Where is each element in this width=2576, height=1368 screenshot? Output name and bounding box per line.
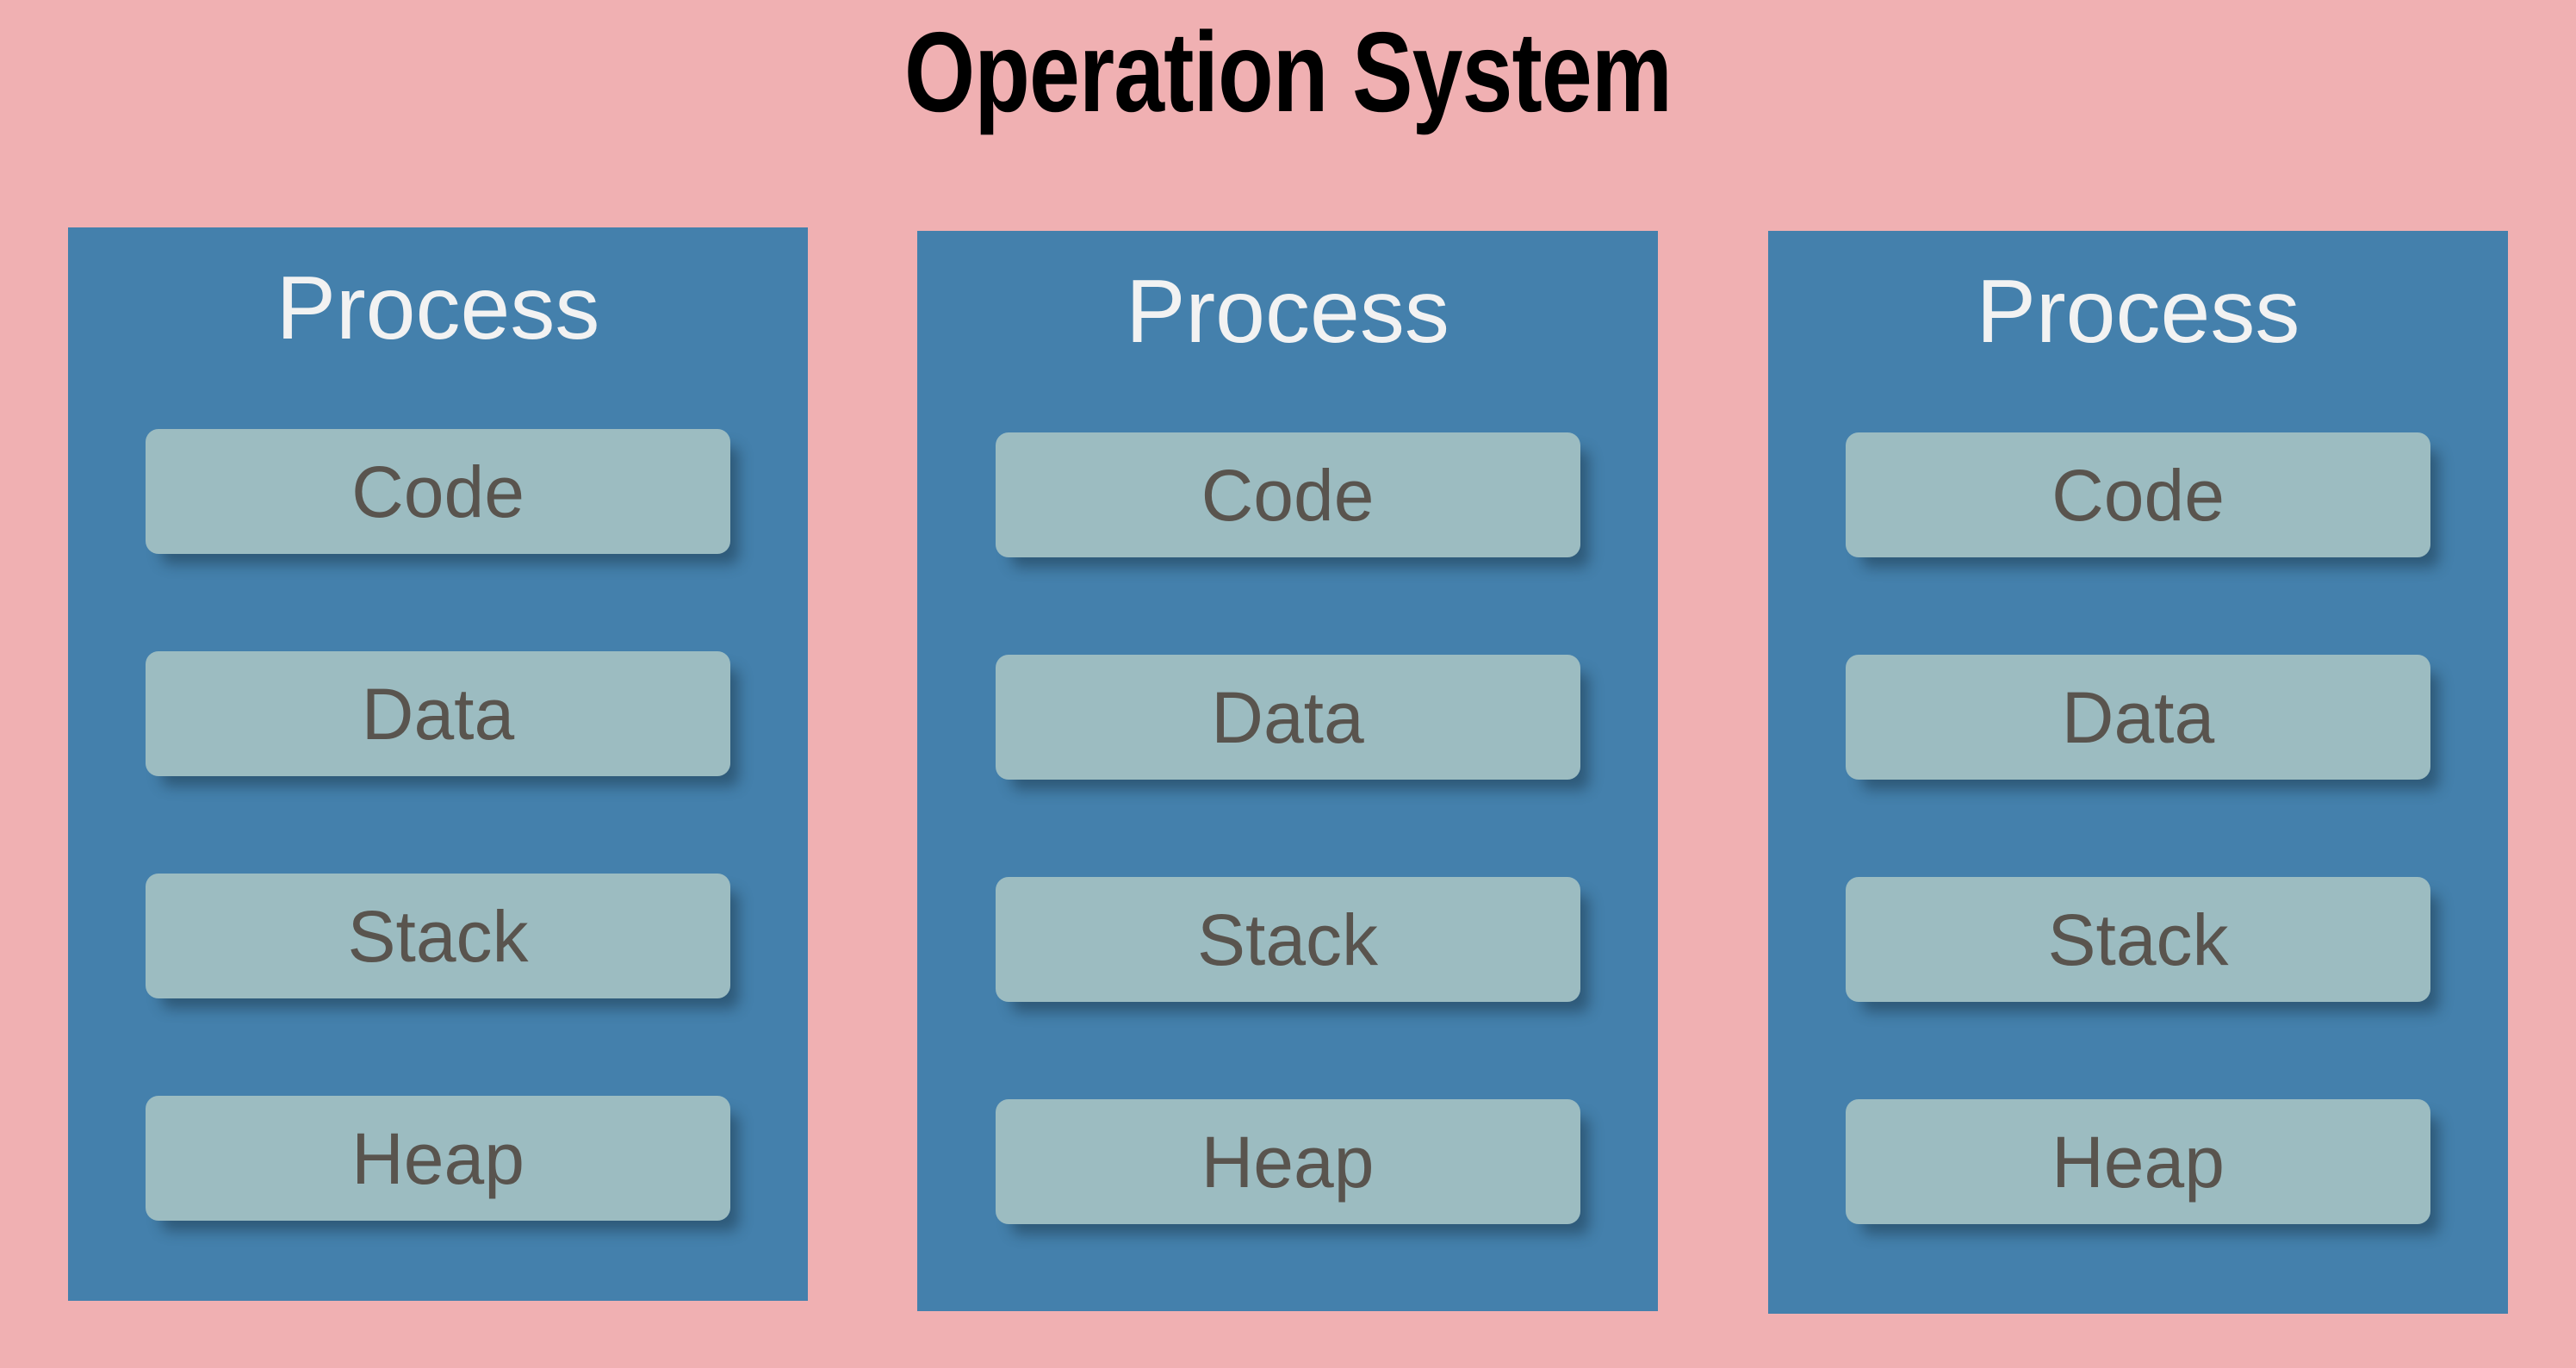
segment-stack-3[interactable]: Stack bbox=[1846, 877, 2430, 1002]
segment-data-1[interactable]: Data bbox=[146, 651, 730, 776]
segment-label: Heap bbox=[351, 1117, 525, 1199]
process-segments-2: Code Data Stack Heap bbox=[917, 432, 1658, 1224]
segment-label: Data bbox=[2061, 676, 2215, 758]
segment-stack-2[interactable]: Stack bbox=[995, 877, 1580, 1002]
process-title-1: Process bbox=[276, 258, 600, 358]
process-box-2[interactable]: Process Code Data Stack Heap bbox=[917, 231, 1658, 1311]
segment-heap-1[interactable]: Heap bbox=[146, 1096, 730, 1221]
segment-label: Data bbox=[1211, 676, 1364, 758]
segment-code-2[interactable]: Code bbox=[995, 432, 1580, 557]
segment-label: Heap bbox=[2051, 1121, 2225, 1203]
segment-label: Code bbox=[2051, 454, 2225, 536]
process-segments-1: Code Data Stack Heap bbox=[68, 429, 808, 1221]
process-title-2: Process bbox=[1126, 262, 1449, 362]
segment-label: Code bbox=[351, 451, 525, 532]
segment-heap-3[interactable]: Heap bbox=[1846, 1099, 2430, 1224]
process-title-3: Process bbox=[1976, 262, 2300, 362]
segment-code-3[interactable]: Code bbox=[1846, 432, 2430, 557]
segment-label: Stack bbox=[347, 895, 529, 977]
segment-data-3[interactable]: Data bbox=[1846, 655, 2430, 780]
process-box-3[interactable]: Process Code Data Stack Heap bbox=[1768, 231, 2508, 1314]
segment-code-1[interactable]: Code bbox=[146, 429, 730, 554]
page-title: Operation System bbox=[904, 9, 1673, 135]
segment-label: Heap bbox=[1201, 1121, 1375, 1203]
segment-data-2[interactable]: Data bbox=[995, 655, 1580, 780]
segment-stack-1[interactable]: Stack bbox=[146, 874, 730, 998]
segment-heap-2[interactable]: Heap bbox=[995, 1099, 1580, 1224]
segment-label: Data bbox=[361, 673, 515, 755]
segment-label: Stack bbox=[2047, 899, 2229, 980]
process-segments-3: Code Data Stack Heap bbox=[1768, 432, 2508, 1224]
process-box-1[interactable]: Process Code Data Stack Heap bbox=[68, 227, 808, 1301]
segment-label: Code bbox=[1201, 454, 1375, 536]
segment-label: Stack bbox=[1196, 899, 1379, 980]
